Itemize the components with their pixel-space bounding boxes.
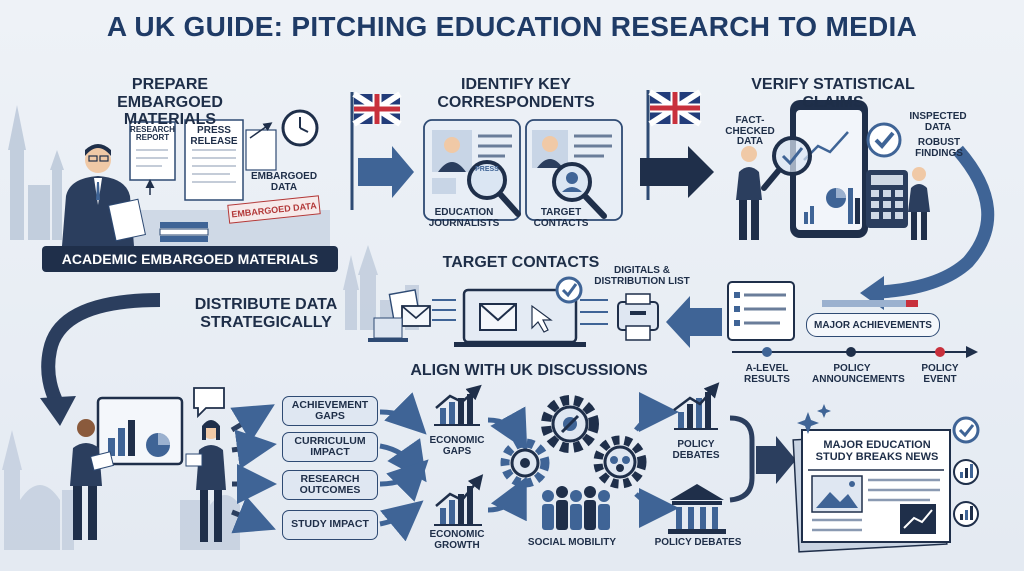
gear-icon (541, 395, 599, 453)
arrow-left-to-distribute (666, 296, 722, 348)
policy-chart-icon (673, 382, 720, 430)
presenter-figure-2 (185, 420, 226, 542)
topic-box-curriculum-impact: CURRICULUM IMPACT (282, 432, 378, 462)
gear-icon-2 (500, 438, 550, 488)
page-title: A UK GUIDE: PITCHING EDUCATION RESEARCH … (106, 11, 918, 42)
press-release-label: PRESS RELEASE (190, 125, 238, 147)
target-contacts-card-label: TARGET CONTACTS (533, 207, 589, 229)
prepare-illustration (62, 109, 330, 246)
email-icon-2 (401, 305, 431, 327)
arrow-step3-to-step4 (879, 145, 995, 299)
distribute-illustration (70, 387, 226, 542)
check-badge-icon-3 (952, 416, 980, 444)
magnifier-icon (467, 160, 521, 217)
mini-chart-icon (953, 459, 979, 485)
arrow-step1-to-step2 (358, 146, 414, 198)
policy-debates-label-2: POLICY DEBATES (654, 537, 742, 548)
identify-illustration (423, 119, 623, 221)
academic-materials-banner: ACADEMIC EMBARGOED MATERIALS (42, 246, 338, 272)
researcher-figure (62, 144, 147, 246)
embargoed-data-label: EMBARGOED DATA (250, 171, 318, 193)
check-badge-icon-2 (555, 276, 583, 304)
growth-chart-icon (434, 384, 482, 426)
topic-box-study-impact: STUDY IMPACT (282, 510, 378, 540)
government-building-icon (668, 484, 726, 534)
newspaper-headline: MAJOR EDUCATION STUDY BREAKS NEWS (815, 439, 939, 463)
timeline-dot (762, 347, 772, 357)
presenter-figure (70, 419, 115, 540)
social-mobility-label: SOCIAL MOBILITY (527, 537, 617, 548)
london-skyline-left (8, 105, 64, 240)
newspaper-icon (792, 429, 951, 553)
topic-box-research-outcomes: RESEARCH OUTCOMES (282, 470, 378, 500)
timeline-dot (935, 347, 945, 357)
step-prepare-heading: PREPARE EMBARGOED MATERIALS (117, 76, 223, 129)
step-align-heading: ALIGN WITH UK DISCUSSIONS (410, 362, 648, 379)
email-icon (479, 303, 517, 331)
calculator-icon (866, 170, 908, 228)
research-report-doc (129, 121, 176, 181)
check-badge-icon (866, 122, 902, 158)
growth-chart-icon-2 (434, 474, 484, 526)
timeline-dot (846, 347, 856, 357)
checklist-icon (727, 281, 795, 341)
economic-gaps-label: ECONOMIC GAPS (429, 435, 485, 457)
step-verify-heading: VERIFY STATISTICAL CLAIMS (751, 76, 915, 111)
sparkle-icon (797, 404, 831, 434)
arrow-to-news (756, 436, 796, 484)
topic-box-achievement-gaps: ACHIEVEMENT GAPS (282, 396, 378, 426)
economic-growth-label: ECONOMIC GROWTH (429, 529, 485, 551)
fact-checked-label: FACT-CHECKED DATA (725, 115, 775, 147)
research-report-label: RESEARCH REPORT (130, 125, 175, 143)
digitals-list-label: DIGITALS & DISTRIBUTION LIST (594, 265, 690, 287)
gear-icon-3 (593, 435, 647, 489)
uk-flag-icon (350, 91, 402, 210)
clock-icon (281, 109, 319, 147)
step-target-heading: TARGET CONTACTS (442, 254, 600, 271)
step-identify-heading: IDENTIFY KEY CORRESPONDENTS (437, 76, 595, 111)
inspected-data-label: INSPECTED DATA (909, 111, 967, 133)
step-distribute-heading: DISTRIBUTE DATA STRATEGICALLY (194, 296, 338, 331)
align-arrows (230, 404, 277, 534)
arrow-distribute-curve (41, 293, 161, 409)
press-tag: PRESS (475, 166, 499, 173)
timeline-label-event: POLICY EVENT (921, 363, 959, 385)
major-achievements-pill: MAJOR ACHIEVEMENTS (806, 313, 940, 337)
people-group-icon (542, 486, 610, 530)
speech-bubble-icon (193, 387, 225, 419)
topic-to-economy-arrows (379, 392, 429, 542)
arrow-step2-to-step3 (640, 146, 714, 198)
magnifier-icon-2 (552, 162, 607, 219)
timeline-label-results: A-LEVEL RESULTS (744, 363, 790, 385)
press-release-doc (184, 119, 244, 201)
robust-findings-label: ROBUST FINDINGS (915, 137, 963, 159)
verify-illustration (736, 100, 930, 240)
analyst-figure (736, 146, 762, 240)
printer-icon (617, 293, 659, 341)
education-journalists-label: EDUCATION JOURNALISTS (428, 207, 500, 229)
policy-debates-label: POLICY DEBATES (672, 439, 720, 461)
mini-chart-icon-2 (953, 501, 979, 527)
bracket-arrow (729, 415, 755, 503)
target-illustration (368, 276, 978, 358)
uk-flag-icon-2 (646, 89, 702, 200)
timeline-label-announcements: POLICY ANNOUNCEMENTS (812, 363, 905, 385)
magnifier-icon-3 (761, 136, 812, 191)
analyst-figure-2 (908, 167, 930, 240)
